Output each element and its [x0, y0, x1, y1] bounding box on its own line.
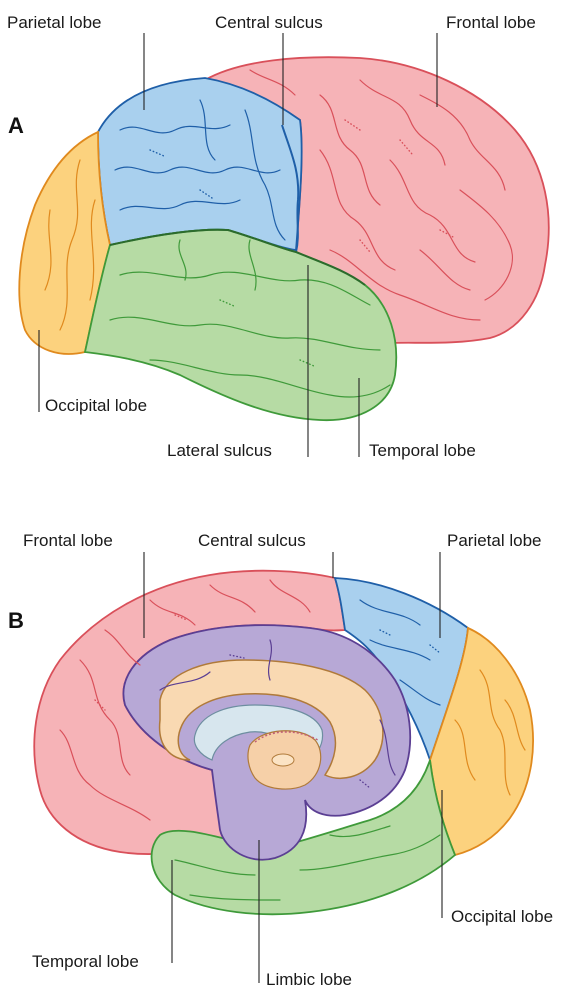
label-parietal-lobe-a: Parietal lobe	[7, 13, 102, 32]
label-lateral-sulcus-a: Lateral sulcus	[167, 441, 272, 460]
parietal-lobe-a	[98, 78, 302, 250]
label-temporal-lobe-b: Temporal lobe	[32, 952, 139, 971]
label-occipital-lobe-b: Occipital lobe	[451, 907, 553, 926]
label-frontal-lobe-a: Frontal lobe	[446, 13, 536, 32]
label-occipital-lobe-a: Occipital lobe	[45, 396, 147, 415]
label-central-sulcus-b: Central sulcus	[198, 531, 306, 550]
panel-b-letter: B	[8, 608, 24, 633]
panel-a-lateral-view: A	[7, 13, 549, 460]
label-frontal-lobe-b: Frontal lobe	[23, 531, 113, 550]
panel-b-medial-view: B	[8, 531, 553, 989]
label-central-sulcus-a: Central sulcus	[215, 13, 323, 32]
thalamic-adhesion-b	[272, 754, 294, 766]
label-parietal-lobe-b: Parietal lobe	[447, 531, 542, 550]
panel-a-letter: A	[8, 113, 24, 138]
label-limbic-lobe-b: Limbic lobe	[266, 970, 352, 989]
label-temporal-lobe-a: Temporal lobe	[369, 441, 476, 460]
